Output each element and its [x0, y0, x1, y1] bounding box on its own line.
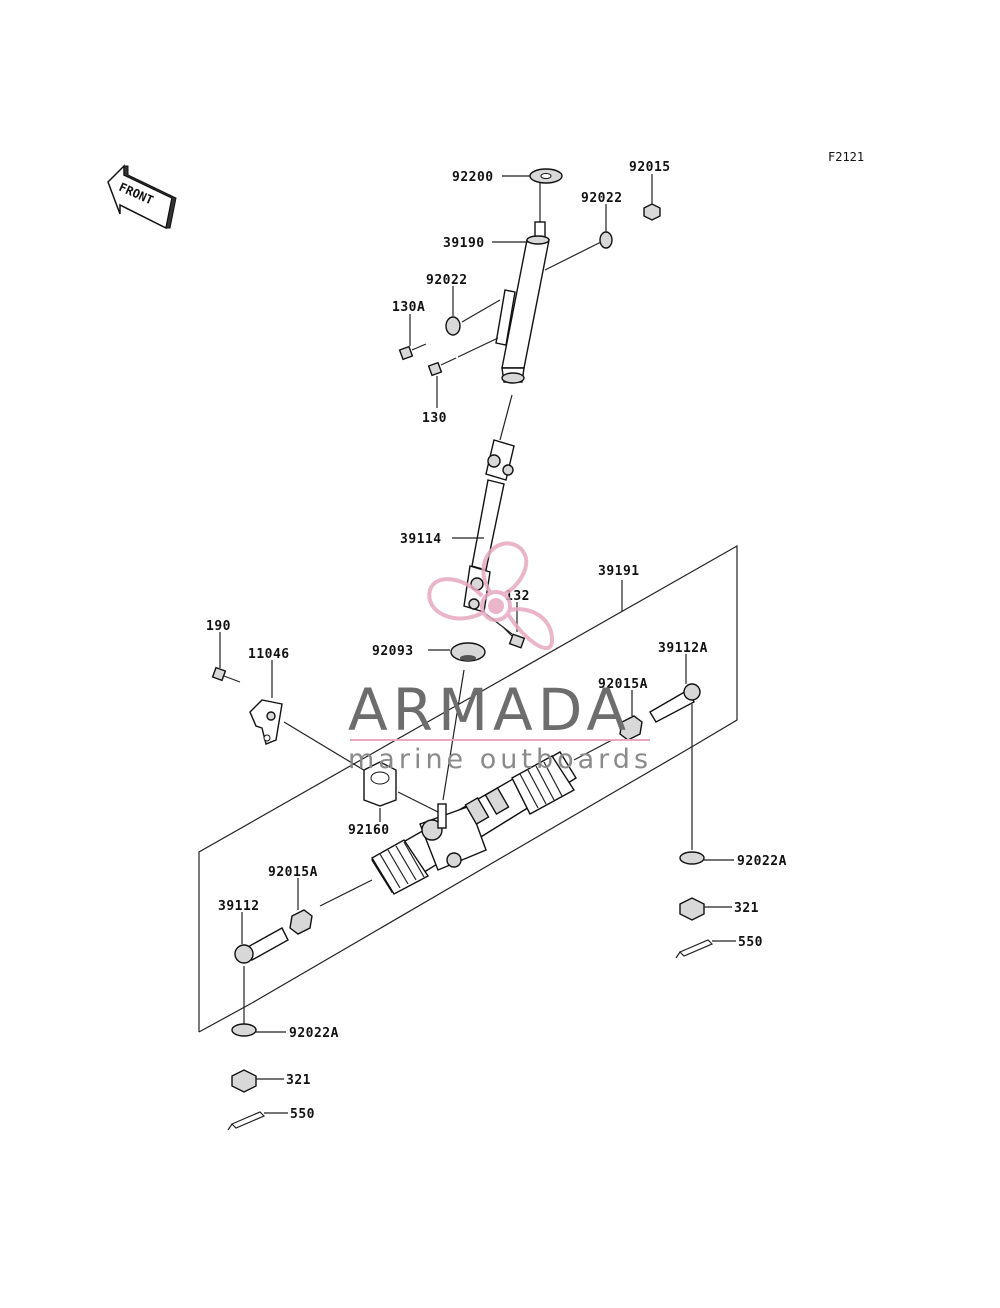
front-arrow-icon: FRONT [107, 164, 177, 230]
part-label[interactable]: 130A [392, 300, 425, 315]
nut-92015 [643, 203, 661, 221]
nut-321-left [231, 1069, 257, 1093]
nut-92015a-right [619, 715, 643, 741]
cotter-pin-550-left [227, 1111, 266, 1131]
rack-pinion-assembly [319, 739, 613, 907]
nut-321-right [679, 897, 705, 921]
nut-92015a-left [289, 909, 313, 935]
bracket-11046 [249, 699, 283, 745]
part-label[interactable]: 39190 [443, 236, 485, 251]
bolt-130 [427, 337, 499, 377]
part-label[interactable]: 550 [290, 1107, 315, 1122]
bush-92160 [363, 761, 397, 807]
part-label[interactable]: 39114 [400, 532, 442, 547]
armada-propeller-logo-icon [427, 541, 555, 651]
tie-rod-end-left [234, 927, 289, 984]
part-label[interactable]: 132 [505, 589, 530, 604]
part-labels: 92200 92015 92022 39190 92022 130A 130 3… [206, 160, 787, 1122]
bolt-190 [211, 666, 241, 683]
washer-92022a-left [231, 1023, 257, 1037]
watermark-brand: ARMADA [348, 676, 631, 744]
washer-92022-right [599, 231, 613, 249]
part-label[interactable]: 92022A [289, 1026, 339, 1041]
washer-92022-left [445, 316, 461, 336]
part-label[interactable]: 321 [286, 1073, 311, 1088]
part-label[interactable]: 130 [422, 411, 447, 426]
part-label[interactable]: 92022 [426, 273, 468, 288]
bolt-130a [398, 343, 427, 361]
part-label[interactable]: 92022A [737, 854, 787, 869]
part-label[interactable]: 92093 [372, 644, 414, 659]
part-label[interactable]: 190 [206, 619, 231, 634]
watermark-tagline: marine outboards [348, 744, 652, 775]
part-label[interactable]: 92015 [629, 160, 671, 175]
part-label[interactable]: 92200 [452, 170, 494, 185]
part-label[interactable]: 92160 [348, 823, 390, 838]
figure-code: F2121 [828, 150, 864, 164]
part-label[interactable]: 92015A [268, 865, 318, 880]
tie-rod-end-right [649, 683, 701, 724]
assembly-box-outline [198, 544, 738, 1032]
part-label[interactable]: 11046 [248, 647, 290, 662]
part-label[interactable]: 550 [738, 935, 763, 950]
washer-92022a-right [679, 851, 705, 865]
leader-lines [219, 174, 736, 1114]
part-label[interactable]: 39191 [598, 564, 640, 579]
part-label[interactable]: 92015A [598, 677, 648, 692]
part-label[interactable]: 39112 [218, 899, 260, 914]
part-label[interactable]: 92022 [581, 191, 623, 206]
steering-shaft-upper [495, 182, 550, 441]
part-label[interactable]: 321 [734, 901, 759, 916]
part-label[interactable]: 39112A [658, 641, 708, 656]
cotter-pin-550-right [675, 939, 714, 959]
